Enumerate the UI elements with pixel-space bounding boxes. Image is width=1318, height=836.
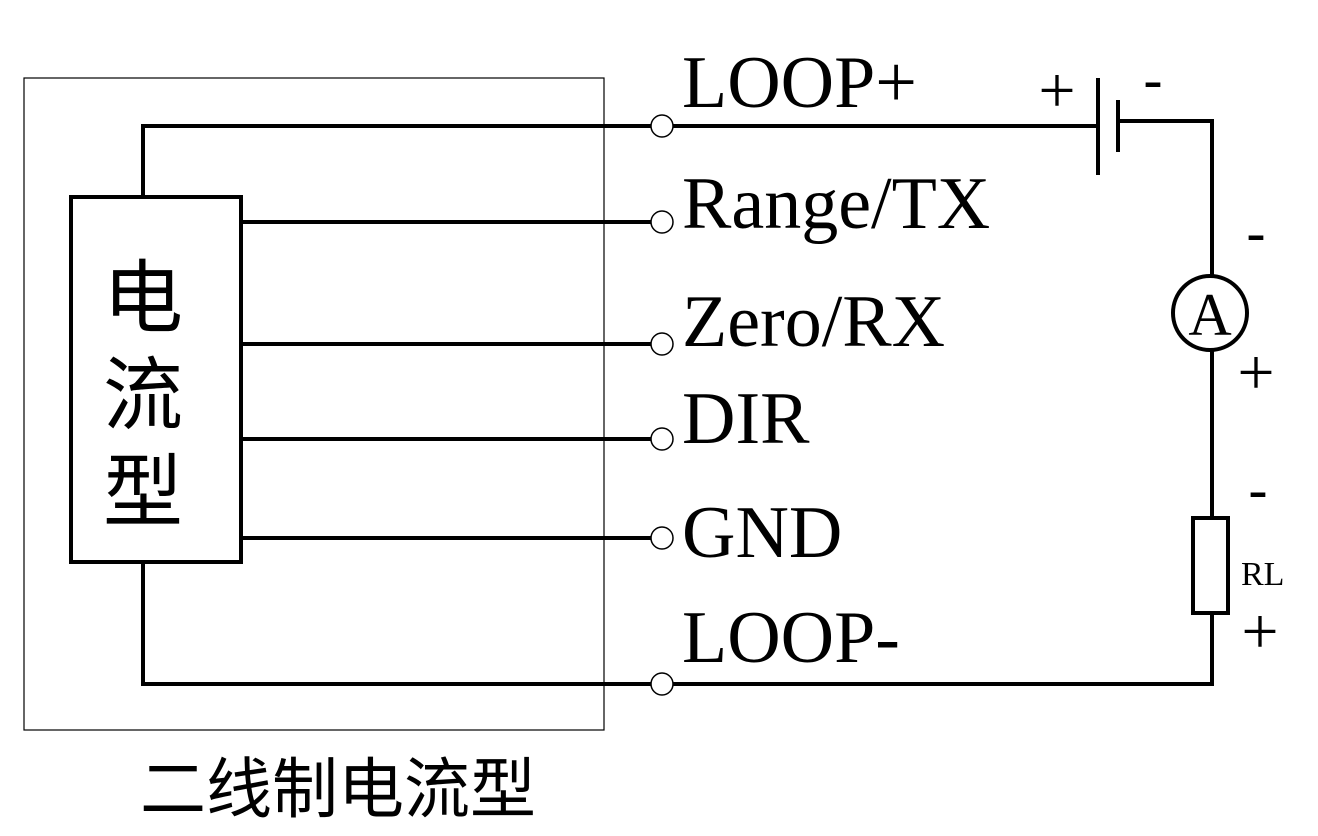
label-range-tx: Range/TX	[682, 163, 990, 245]
wire-loop-minus	[141, 562, 662, 686]
battery-minus-sign: -	[1143, 49, 1163, 114]
device-enclosure	[23, 77, 605, 731]
resistor-label: RL	[1241, 556, 1284, 593]
wire-battery-to-ammeter	[1118, 119, 1214, 278]
label-loop-minus: LOOP-	[682, 597, 900, 679]
diagram-caption: 二线制电流型	[140, 751, 536, 828]
battery-plus-sign: +	[1038, 54, 1075, 127]
ammeter-plus-sign: +	[1237, 336, 1274, 409]
terminal-loop-plus	[650, 114, 674, 138]
wire-loop-plus	[141, 124, 662, 197]
module-char-1: 电	[103, 252, 183, 345]
resistor-symbol	[1191, 516, 1230, 615]
terminal-zero-rx	[650, 332, 674, 356]
terminal-range-tx	[650, 210, 674, 234]
current-module-box	[69, 195, 243, 564]
resistor-minus-sign: -	[1248, 459, 1268, 524]
label-loop-plus: LOOP+	[682, 42, 917, 124]
resistor-plus-sign: +	[1241, 595, 1278, 668]
terminal-gnd	[650, 526, 674, 550]
label-dir: DIR	[682, 378, 810, 460]
module-char-2: 流	[103, 349, 183, 442]
label-zero-rx: Zero/RX	[682, 281, 945, 363]
ammeter-minus-sign: -	[1246, 202, 1266, 267]
terminal-loop-minus	[650, 672, 674, 696]
wire-return	[662, 613, 1214, 686]
label-gnd: GND	[682, 492, 842, 574]
ammeter-label: A	[1188, 282, 1231, 348]
module-char-3: 型	[103, 446, 183, 539]
terminal-dir	[650, 427, 674, 451]
